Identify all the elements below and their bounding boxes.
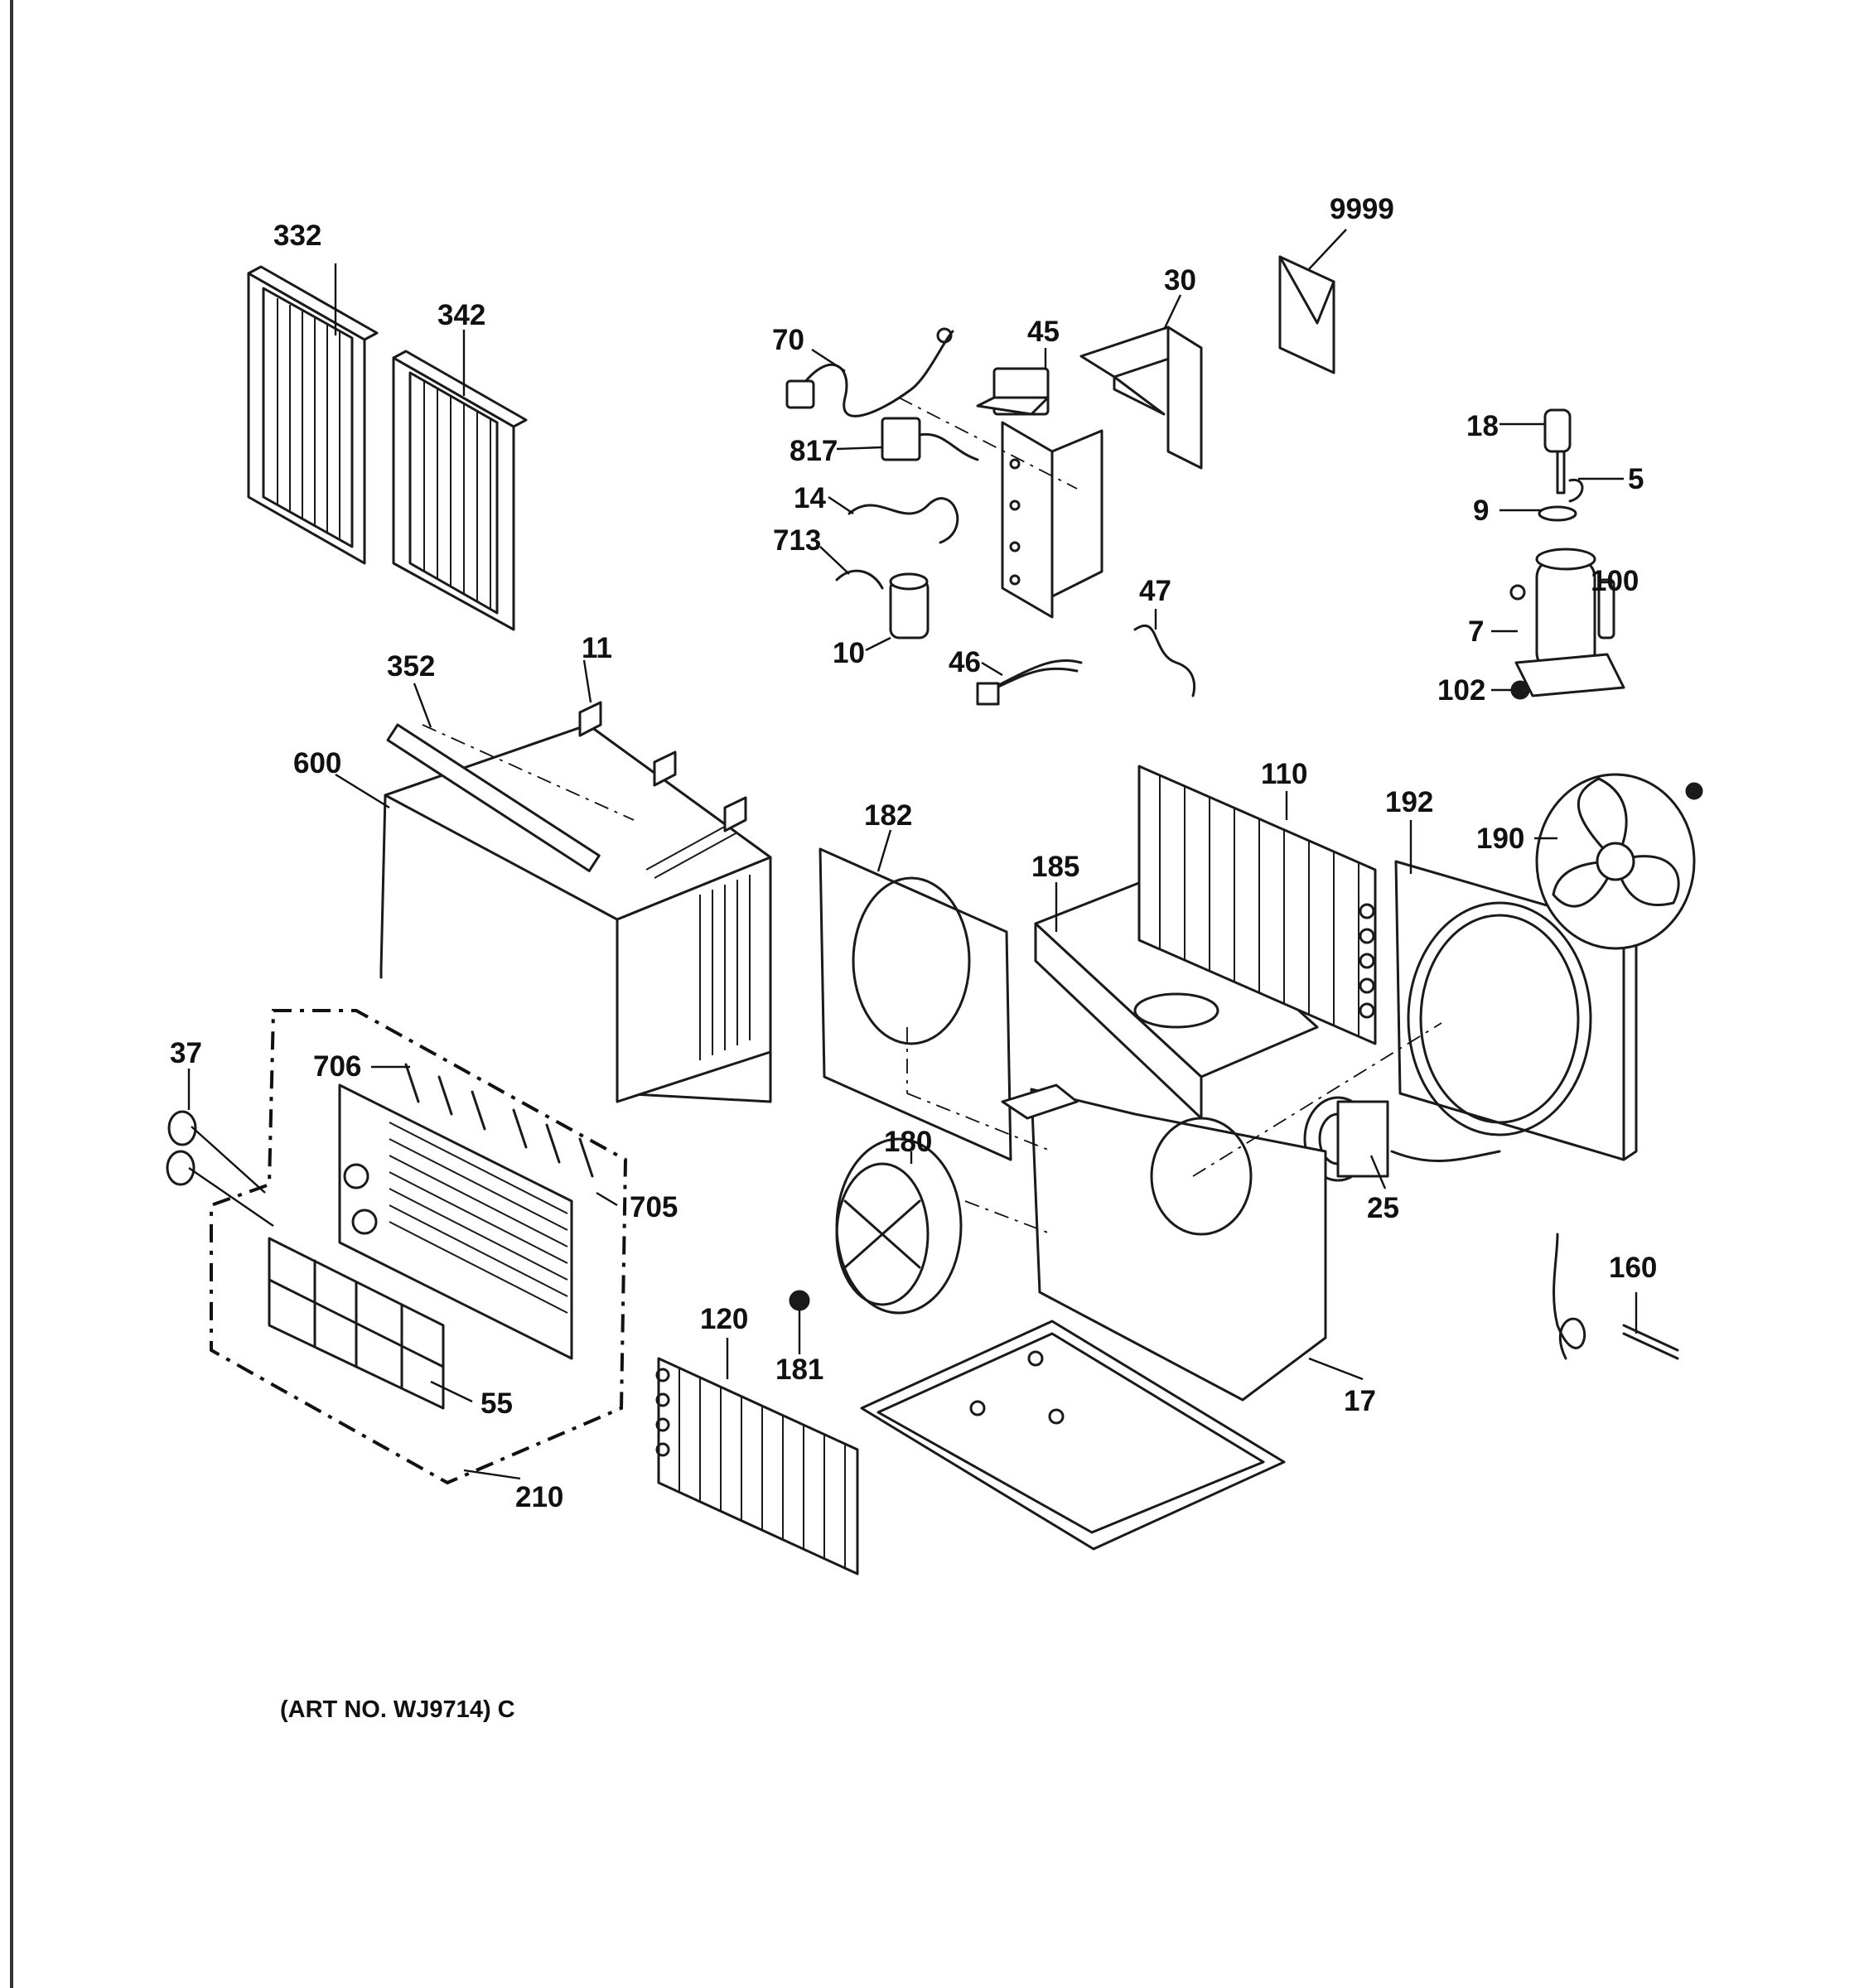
- leader-lines: [187, 229, 1638, 1480]
- label-9999: 9999: [1330, 193, 1394, 225]
- power-cord-70: [785, 327, 954, 417]
- filter-55: [268, 1237, 445, 1410]
- label-181: 181: [775, 1353, 823, 1386]
- label-352: 352: [387, 650, 435, 683]
- capillary-tube-160: [1553, 1233, 1679, 1360]
- switch-817: [881, 417, 979, 461]
- label-25: 25: [1367, 1192, 1399, 1224]
- control-cover-30: [1079, 326, 1203, 470]
- knobs-37: [166, 1110, 197, 1186]
- capacitor-10: [889, 572, 930, 639]
- control-bracket: [1001, 421, 1103, 619]
- relay-45: [976, 367, 1050, 416]
- label-817: 817: [790, 435, 838, 467]
- evaporator-110: [1137, 765, 1377, 1045]
- label-210: 210: [515, 1481, 563, 1513]
- blower-wheel-180: [835, 1137, 963, 1315]
- wire-harness-14: [847, 497, 959, 544]
- louvers-706-705: [404, 1063, 594, 1178]
- base-pan-17: [860, 1083, 1327, 1551]
- fan-blade-190: [1535, 773, 1703, 950]
- label-180: 180: [884, 1126, 932, 1158]
- label-18: 18: [1466, 410, 1499, 442]
- part-number-labels: 332 342 70 45 30 9999 817 14 713 10 46 4…: [170, 193, 1657, 1513]
- outer-case-600: [379, 723, 772, 1103]
- label-55: 55: [480, 1387, 513, 1420]
- label-10: 10: [833, 637, 865, 669]
- label-14: 14: [794, 482, 826, 514]
- label-30: 30: [1164, 264, 1196, 297]
- label-70: 70: [772, 324, 804, 356]
- label-705: 705: [630, 1191, 678, 1223]
- label-600: 600: [293, 747, 341, 779]
- side-curtain-frame-342: [392, 350, 528, 631]
- label-11: 11: [582, 632, 612, 664]
- label-17: 17: [1344, 1385, 1376, 1417]
- art-number: (ART NO. WJ9714) C: [280, 1696, 515, 1723]
- label-5: 5: [1628, 463, 1644, 495]
- label-7: 7: [1468, 615, 1484, 648]
- label-46: 46: [949, 646, 981, 678]
- front-grille-assembly-210: [210, 1009, 628, 1485]
- label-182: 182: [864, 799, 912, 832]
- compressor-assembly: [1509, 408, 1625, 700]
- label-192: 192: [1385, 786, 1433, 818]
- literature-envelope-9999: [1278, 255, 1335, 374]
- label-100: 100: [1591, 565, 1639, 597]
- label-120: 120: [700, 1303, 748, 1335]
- label-185: 185: [1031, 851, 1079, 883]
- label-110: 110: [1261, 758, 1307, 790]
- label-713: 713: [773, 524, 821, 557]
- brackets-11: [578, 701, 747, 832]
- alignment-lines: [422, 397, 1442, 1235]
- label-706: 706: [313, 1050, 361, 1083]
- wire-harness-46: [976, 659, 1083, 706]
- label-102: 102: [1437, 674, 1485, 707]
- sensor-47: [1133, 624, 1196, 697]
- label-45: 45: [1027, 316, 1060, 348]
- nut-181: [789, 1290, 810, 1311]
- label-190: 190: [1476, 823, 1524, 855]
- label-160: 160: [1609, 1252, 1657, 1284]
- label-9: 9: [1473, 495, 1489, 527]
- capacitor-bracket-713: [835, 569, 884, 590]
- label-342: 342: [437, 299, 485, 331]
- label-47: 47: [1139, 575, 1171, 607]
- side-curtain-frame-332: [247, 265, 379, 565]
- orifice-182: [819, 847, 1012, 1161]
- label-37: 37: [170, 1037, 202, 1069]
- label-332: 332: [273, 220, 321, 252]
- condenser-coil-120: [655, 1357, 859, 1575]
